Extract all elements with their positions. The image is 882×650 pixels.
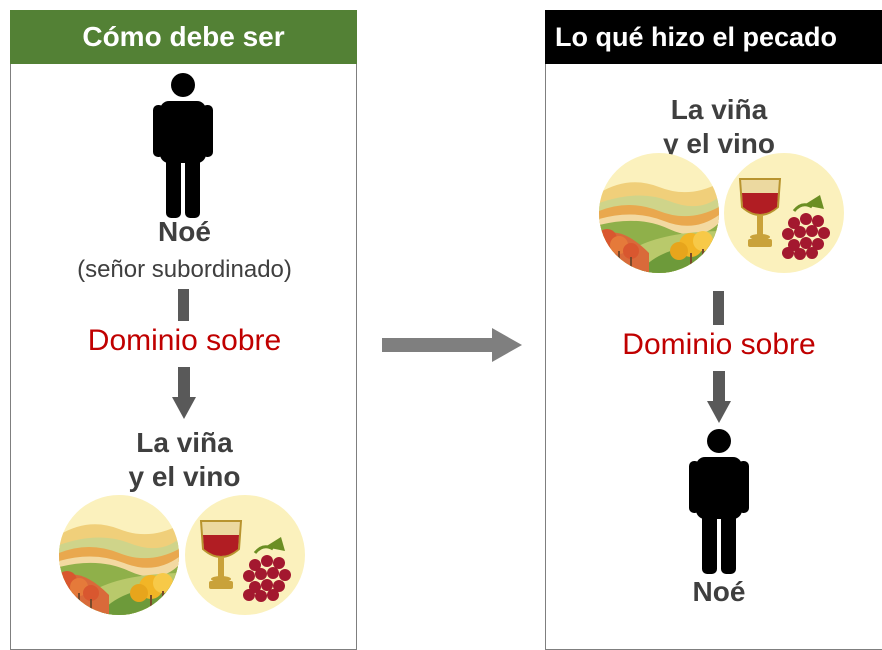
right-object-title: La viña y el vino [546,93,882,161]
right-panel: Lo qué hizo el pecado La viña y el vino … [545,10,882,650]
right-object-line2: y el vino [662,128,776,159]
left-title: Cómo debe ser [82,21,285,52]
left-object-line2: y el vino [128,461,241,492]
left-person-name: Noé [158,216,211,247]
left-relation: Dominio sobre [87,324,282,357]
wine-grapes-icon [185,495,305,615]
person-icon [689,429,749,574]
right-arrow-icon [382,328,522,362]
right-header: Lo qué hizo el pecado [545,10,882,64]
vineyard-icon [599,153,719,273]
connector-line [178,289,189,321]
left-object-line1: La viña [136,427,233,458]
vineyard-icon [59,495,179,615]
left-person-role: (señor subordinado) [77,256,292,283]
right-relation: Dominio sobre [622,328,816,361]
down-arrow-icon [172,367,196,419]
wine-grapes-icon [724,153,844,273]
left-object-title: La viña y el vino [11,426,358,494]
right-person-name: Noé [692,576,746,607]
left-header: Cómo debe ser [10,10,357,64]
right-object-line1: La viña [670,94,768,125]
right-title: Lo qué hizo el pecado [555,21,838,52]
person-icon [153,73,213,218]
left-panel: Cómo debe ser Noé (señor subordinado) Do… [10,10,357,650]
down-arrow-icon [707,371,731,423]
connector-line [713,291,724,325]
